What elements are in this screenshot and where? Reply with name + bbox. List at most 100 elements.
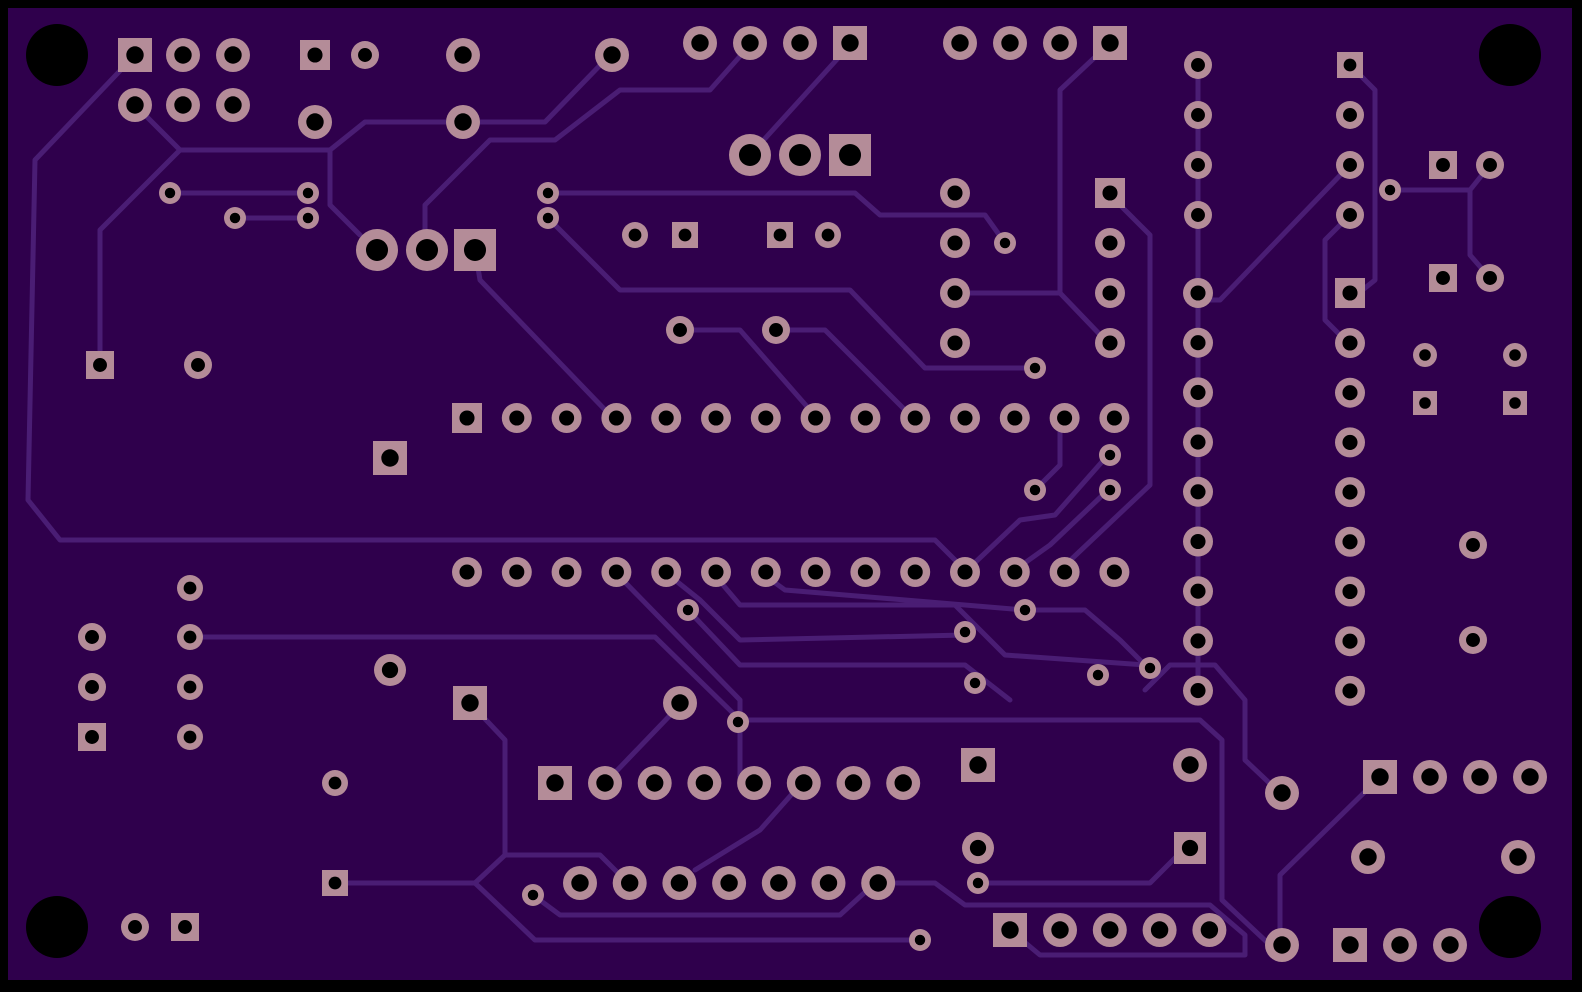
- round-pad: [701, 403, 731, 433]
- pad-drill: [658, 410, 674, 426]
- round-pad: [298, 105, 332, 139]
- round-pad: [297, 182, 319, 204]
- round-pad: [666, 316, 694, 344]
- pad-drill: [542, 212, 554, 224]
- pad-drill: [1190, 683, 1206, 699]
- round-pad: [216, 38, 250, 72]
- pad-drill: [646, 774, 664, 792]
- round-pad: [1099, 479, 1121, 501]
- pad-drill: [1057, 410, 1073, 426]
- pad-drill: [229, 212, 241, 224]
- round-pad: [1183, 675, 1213, 706]
- pad-drill: [1029, 484, 1041, 496]
- pad-drill: [671, 694, 689, 712]
- square-pad: [452, 403, 482, 433]
- round-pad: [501, 557, 532, 587]
- pad-drill: [85, 630, 99, 644]
- round-pad: [1476, 151, 1504, 179]
- round-pad: [737, 766, 772, 800]
- round-pad: [177, 624, 203, 650]
- pad-drill: [808, 564, 824, 580]
- pad-drill: [328, 876, 342, 890]
- pad-drill: [1359, 848, 1377, 866]
- pad-drill: [183, 630, 197, 644]
- pad-drill: [1342, 385, 1358, 401]
- square-pad: [78, 723, 106, 751]
- pad-drill: [174, 96, 192, 114]
- round-pad: [1335, 328, 1365, 358]
- round-pad: [1192, 913, 1227, 947]
- pad-drill: [509, 564, 525, 580]
- pad-drill: [1342, 484, 1358, 500]
- pad-drill: [1342, 335, 1358, 351]
- round-pad: [1043, 26, 1077, 60]
- pcb-trace: [422, 42, 753, 253]
- pad-drill: [821, 228, 835, 242]
- pcb-trace: [773, 327, 913, 418]
- pcb-trace: [1032, 415, 1063, 493]
- round-pad: [1335, 626, 1365, 657]
- round-pad: [563, 866, 597, 900]
- pcb-trace: [1142, 662, 1283, 796]
- round-pad: [446, 38, 480, 72]
- pad-drill: [947, 335, 963, 351]
- pad-drill: [85, 730, 99, 744]
- pad-drill: [1181, 839, 1199, 857]
- pad-drill: [1509, 349, 1521, 361]
- pad-drill: [461, 694, 479, 712]
- square-pad: [767, 222, 793, 248]
- pad-drill: [1190, 384, 1206, 400]
- pad-drill: [509, 410, 525, 426]
- round-pad: [622, 222, 648, 248]
- pad-drill: [1441, 936, 1459, 954]
- pad-drill: [745, 774, 763, 792]
- round-pad: [1049, 403, 1080, 433]
- round-pad: [850, 557, 881, 587]
- mounting-hole: [26, 896, 88, 958]
- pad-drill: [894, 774, 912, 792]
- round-pad: [1049, 557, 1080, 587]
- round-pad: [177, 674, 203, 700]
- pad-drill: [454, 113, 472, 131]
- pad-drill: [658, 564, 674, 580]
- pad-drill: [1483, 271, 1497, 285]
- square-pad: [1363, 760, 1397, 794]
- round-pad: [1092, 913, 1127, 947]
- round-pad: [551, 403, 582, 433]
- pcb-trace: [1057, 42, 1111, 346]
- pad-drill: [93, 358, 107, 372]
- round-pad: [177, 724, 203, 750]
- round-pad: [588, 766, 622, 800]
- pad-drill: [307, 47, 323, 63]
- round-pad: [1335, 526, 1365, 557]
- round-pad: [729, 134, 771, 176]
- pad-drill: [559, 410, 575, 426]
- pcb-trace: [662, 569, 968, 643]
- square-pad: [1333, 928, 1367, 962]
- round-pad: [712, 866, 747, 900]
- pad-drill: [720, 874, 738, 892]
- pad-drill: [454, 46, 472, 64]
- round-pad: [322, 770, 348, 796]
- pcb-trace: [25, 52, 963, 568]
- round-pad: [351, 41, 379, 69]
- mounting-hole: [26, 24, 88, 86]
- pad-drill: [1191, 108, 1205, 122]
- pcb-trace: [1022, 607, 1148, 668]
- pcb-trace: [677, 327, 813, 413]
- pad-drill: [1521, 768, 1539, 786]
- pad-drill: [1007, 410, 1023, 426]
- round-pad: [1095, 328, 1125, 358]
- pcb-trace: [962, 452, 1111, 575]
- pad-drill: [381, 661, 399, 679]
- pad-drill: [788, 143, 812, 167]
- pad-drill: [1001, 921, 1019, 939]
- round-pad: [1335, 675, 1365, 706]
- round-pad: [297, 207, 319, 229]
- round-pad: [1095, 278, 1125, 308]
- pad-drill: [795, 774, 813, 792]
- pad-drill: [770, 874, 788, 892]
- pad-drill: [769, 323, 783, 337]
- pad-drill: [183, 730, 197, 744]
- pad-drill: [691, 34, 709, 52]
